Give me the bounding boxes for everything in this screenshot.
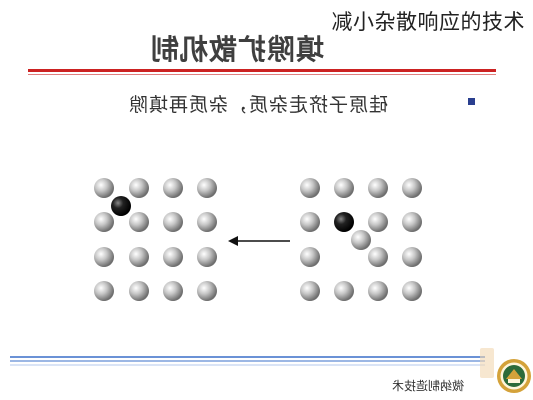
silicon-atom xyxy=(94,212,114,232)
right-lattice xyxy=(300,178,422,301)
silicon-atom xyxy=(129,212,149,232)
silicon-atom xyxy=(402,212,422,232)
silicon-atom xyxy=(163,281,183,301)
silicon-atom xyxy=(197,281,217,301)
silicon-atom xyxy=(163,247,183,267)
silicon-atom xyxy=(402,178,422,198)
silicon-atom xyxy=(94,178,114,198)
title-divider xyxy=(28,69,496,72)
impurity-atom xyxy=(334,212,354,232)
interstitial-silicon-atom xyxy=(351,230,371,250)
silicon-atom xyxy=(368,247,388,267)
silicon-atom xyxy=(368,178,388,198)
silicon-atom xyxy=(300,247,320,267)
silicon-atom xyxy=(163,212,183,232)
silicon-atom xyxy=(129,281,149,301)
silicon-atom xyxy=(300,281,320,301)
silicon-atom xyxy=(197,212,217,232)
silicon-atom xyxy=(129,178,149,198)
silicon-atom xyxy=(300,178,320,198)
silicon-atom xyxy=(334,281,354,301)
silicon-atom xyxy=(334,178,354,198)
silicon-atom xyxy=(197,178,217,198)
caption-text: 减小杂散响应的技术 xyxy=(331,10,525,34)
silicon-atom xyxy=(94,247,114,267)
left-arrow xyxy=(228,236,290,246)
bullet-marker xyxy=(468,98,475,105)
watermark-mark xyxy=(480,348,494,378)
impurity-atom xyxy=(111,196,131,216)
silicon-atom xyxy=(368,281,388,301)
silicon-atom xyxy=(402,281,422,301)
footer-divider xyxy=(10,356,485,366)
left-lattice xyxy=(94,178,217,301)
silicon-atom xyxy=(197,247,217,267)
university-logo xyxy=(497,359,531,393)
silicon-atom xyxy=(94,281,114,301)
silicon-atom xyxy=(368,212,388,232)
title-divider-thin xyxy=(28,74,496,75)
silicon-atom xyxy=(163,178,183,198)
footer-text: 微纳制造技术 xyxy=(392,379,465,393)
silicon-atom xyxy=(129,247,149,267)
silicon-atom xyxy=(402,247,422,267)
silicon-atom xyxy=(300,212,320,232)
